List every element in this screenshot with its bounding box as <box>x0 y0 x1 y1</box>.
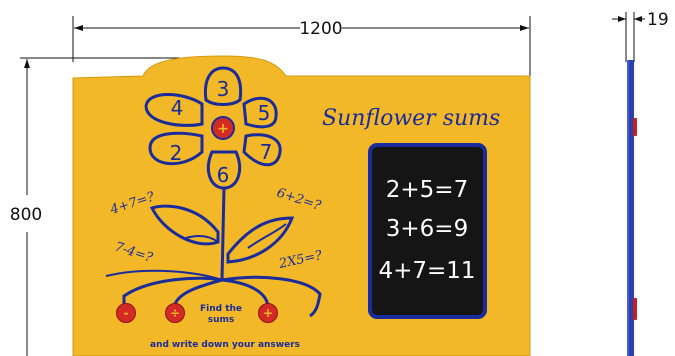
arrowhead-right <box>520 25 529 31</box>
find-the-caption: Find the <box>200 304 242 314</box>
petal-5 <box>242 96 278 129</box>
side-view <box>627 60 637 356</box>
chalkboard: 2+5=7 3+6=9 4+7=11 <box>368 143 487 319</box>
height-dimension: 800 <box>10 57 180 356</box>
minus-icon: - <box>124 306 129 320</box>
sums-caption: sums <box>208 315 235 325</box>
chalkboard-line-2: 3+6=9 <box>386 216 468 242</box>
divide-button: ÷ <box>165 303 185 323</box>
depth-label: 19 <box>647 10 669 30</box>
petal-number-upper-right: 5 <box>258 101 271 125</box>
center-plus-icon: + <box>217 121 229 137</box>
plus-icon: + <box>263 306 273 320</box>
petal-number-top: 3 <box>217 77 230 101</box>
width-dimension: 1200 <box>72 16 531 76</box>
instruction-caption: and write down your answers <box>150 340 300 350</box>
minus-button: - <box>116 303 136 323</box>
petal-7 <box>242 133 282 167</box>
center-plus-button: + <box>211 116 235 140</box>
front-panel: Sunflower sums 3 5 7 6 2 4 + <box>72 55 531 356</box>
leaf-right <box>226 216 295 264</box>
petal-2 <box>148 131 204 166</box>
chalkboard-line-1: 2+5=7 <box>386 177 468 203</box>
petal-number-lower-left: 2 <box>170 141 183 165</box>
side-fixing-lower <box>633 298 637 320</box>
height-label: 800 <box>10 205 42 225</box>
plus-button: + <box>258 303 278 323</box>
depth-dimension: 19 <box>612 10 669 62</box>
petal-4 <box>144 93 204 127</box>
arrowhead-top <box>24 59 30 68</box>
petal-number-lower-right: 7 <box>260 140 273 164</box>
petal-number-upper-left: 4 <box>171 96 184 120</box>
petal-3 <box>203 66 243 106</box>
divide-icon: ÷ <box>170 306 180 320</box>
leaf-left <box>149 204 220 246</box>
petal-number-bottom: 6 <box>217 163 230 187</box>
width-label: 1200 <box>299 19 342 39</box>
panel-title: Sunflower sums <box>322 106 500 131</box>
chalkboard-line-3: 4+7=11 <box>378 258 475 284</box>
side-fixing-upper <box>633 118 637 136</box>
arrowhead-left <box>74 25 83 31</box>
